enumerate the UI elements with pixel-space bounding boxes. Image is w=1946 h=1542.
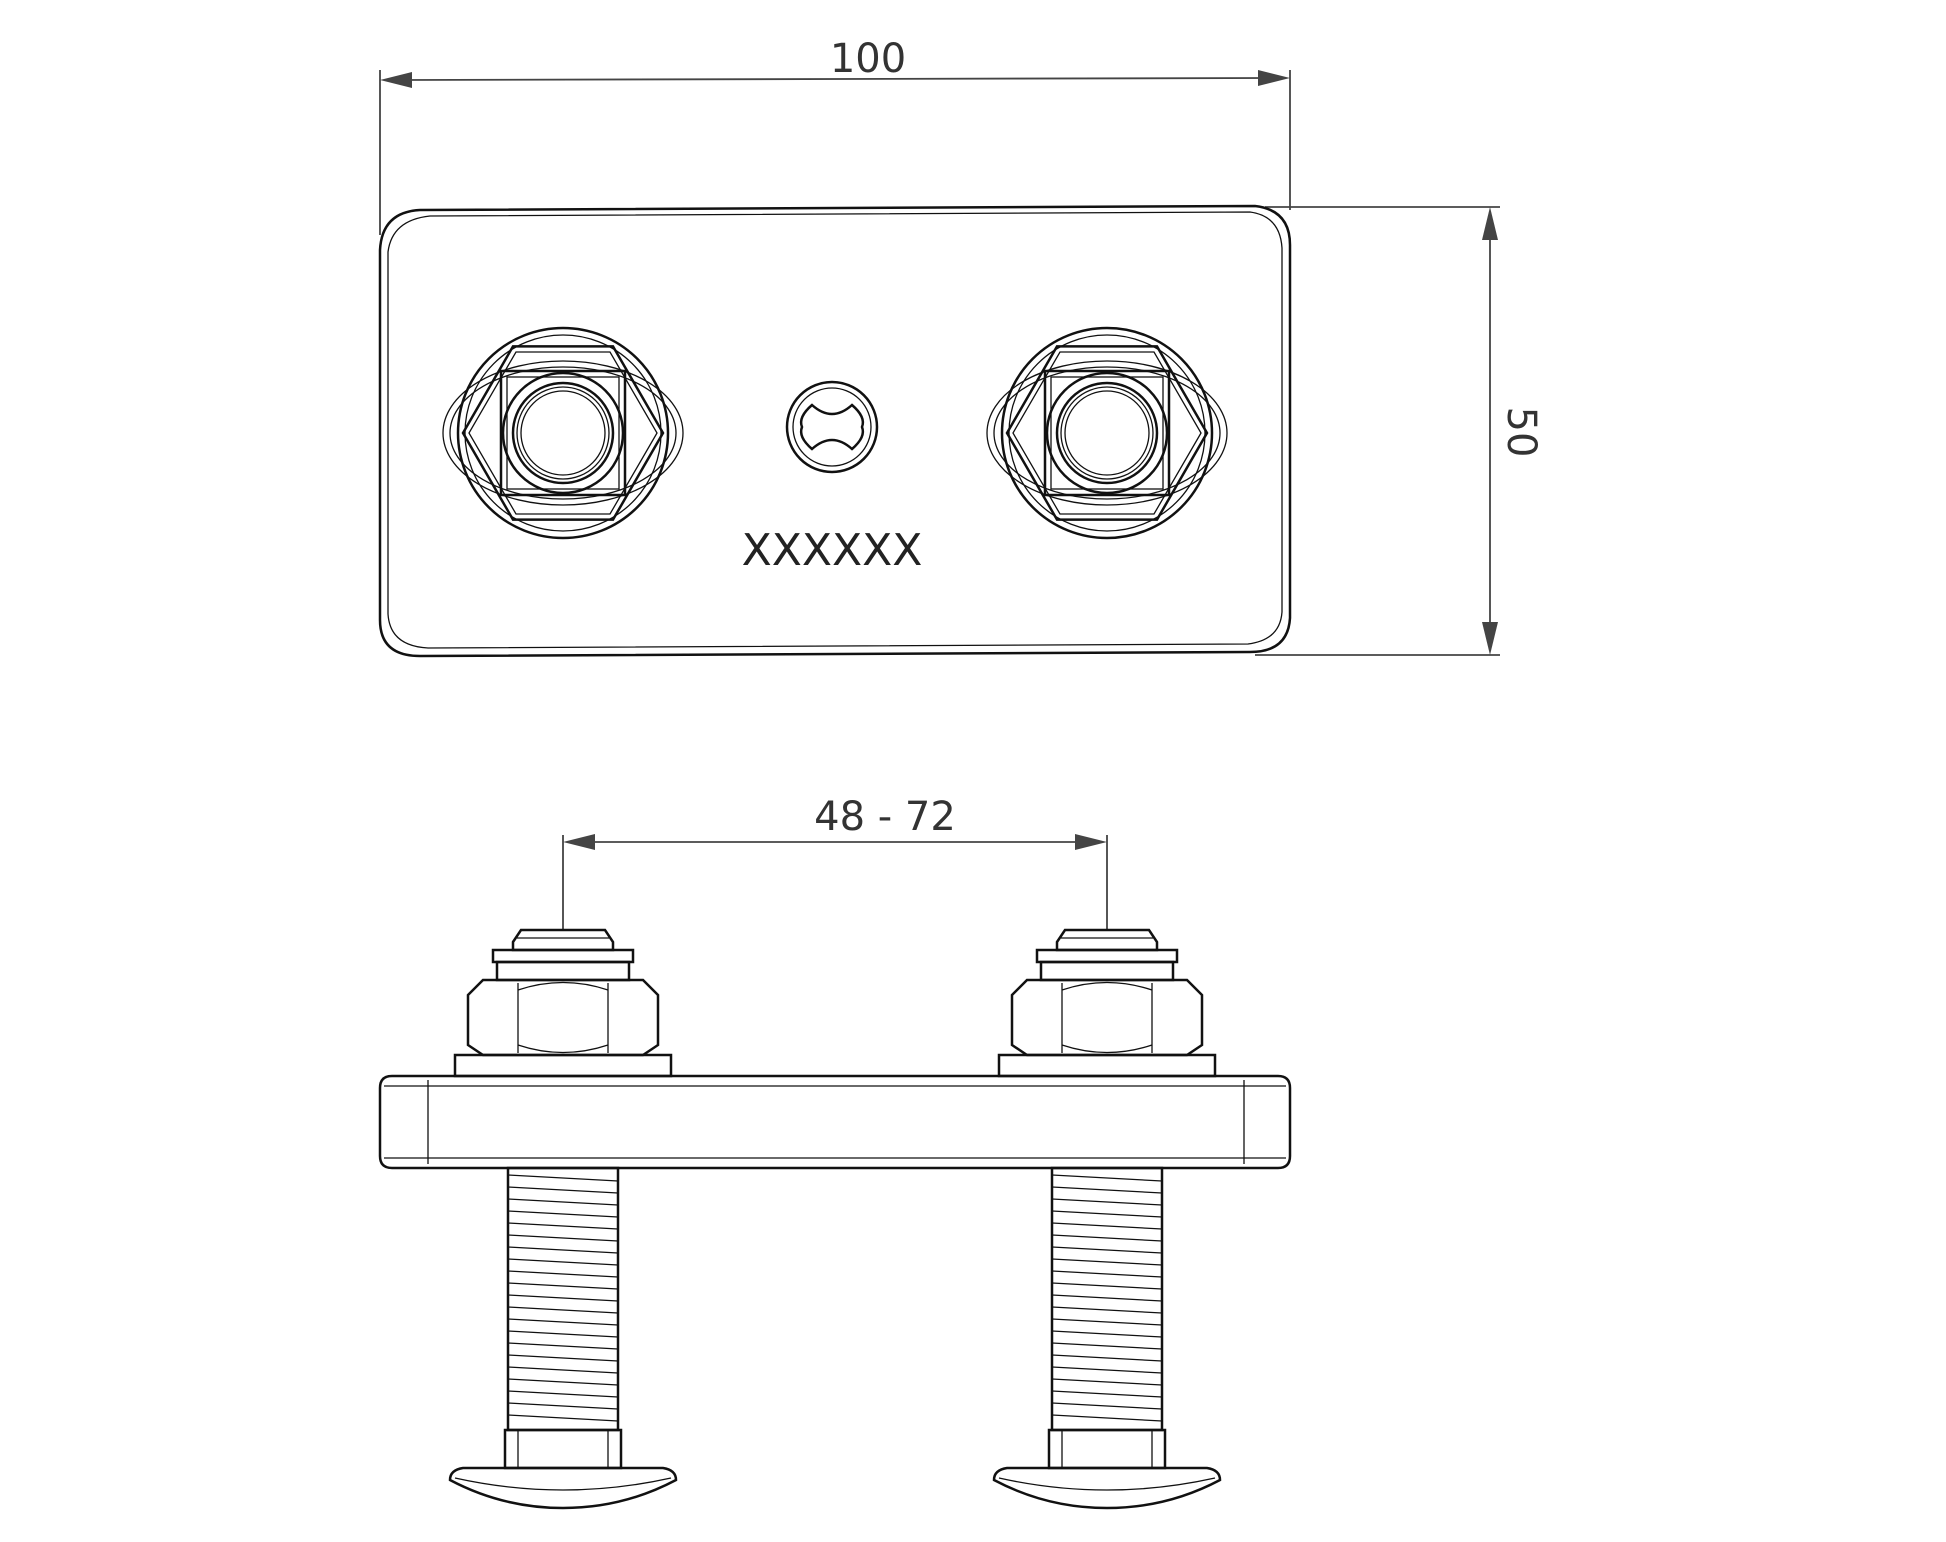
center-hole <box>785 380 879 474</box>
spacing-arrow-right <box>1075 834 1107 850</box>
height-arrow-bottom <box>1482 622 1498 655</box>
height-arrow-top <box>1482 207 1498 240</box>
plate-top-outline <box>378 204 1292 658</box>
top-view: 100 50 <box>378 36 1544 658</box>
height-dimension: 50 <box>1255 206 1544 656</box>
right-bolt-top <box>986 326 1228 540</box>
spacing-arrow-left <box>563 834 595 850</box>
spacing-dimension: 48 - 72 <box>562 794 1108 930</box>
height-dimension-label: 50 <box>1498 407 1544 458</box>
spacing-dimension-label: 48 - 72 <box>814 794 956 840</box>
width-arrow-left <box>380 72 412 88</box>
plate-side <box>378 1074 1292 1170</box>
left-bolt-side <box>448 928 678 1510</box>
plate-marking: XXXXXX <box>742 525 923 576</box>
side-view: 48 - 72 <box>378 794 1292 1510</box>
left-bolt-top <box>442 326 684 540</box>
width-dimension-label: 100 <box>830 36 906 82</box>
right-bolt-side <box>992 928 1222 1510</box>
width-arrow-right <box>1258 70 1290 86</box>
width-dimension: 100 <box>379 36 1291 235</box>
